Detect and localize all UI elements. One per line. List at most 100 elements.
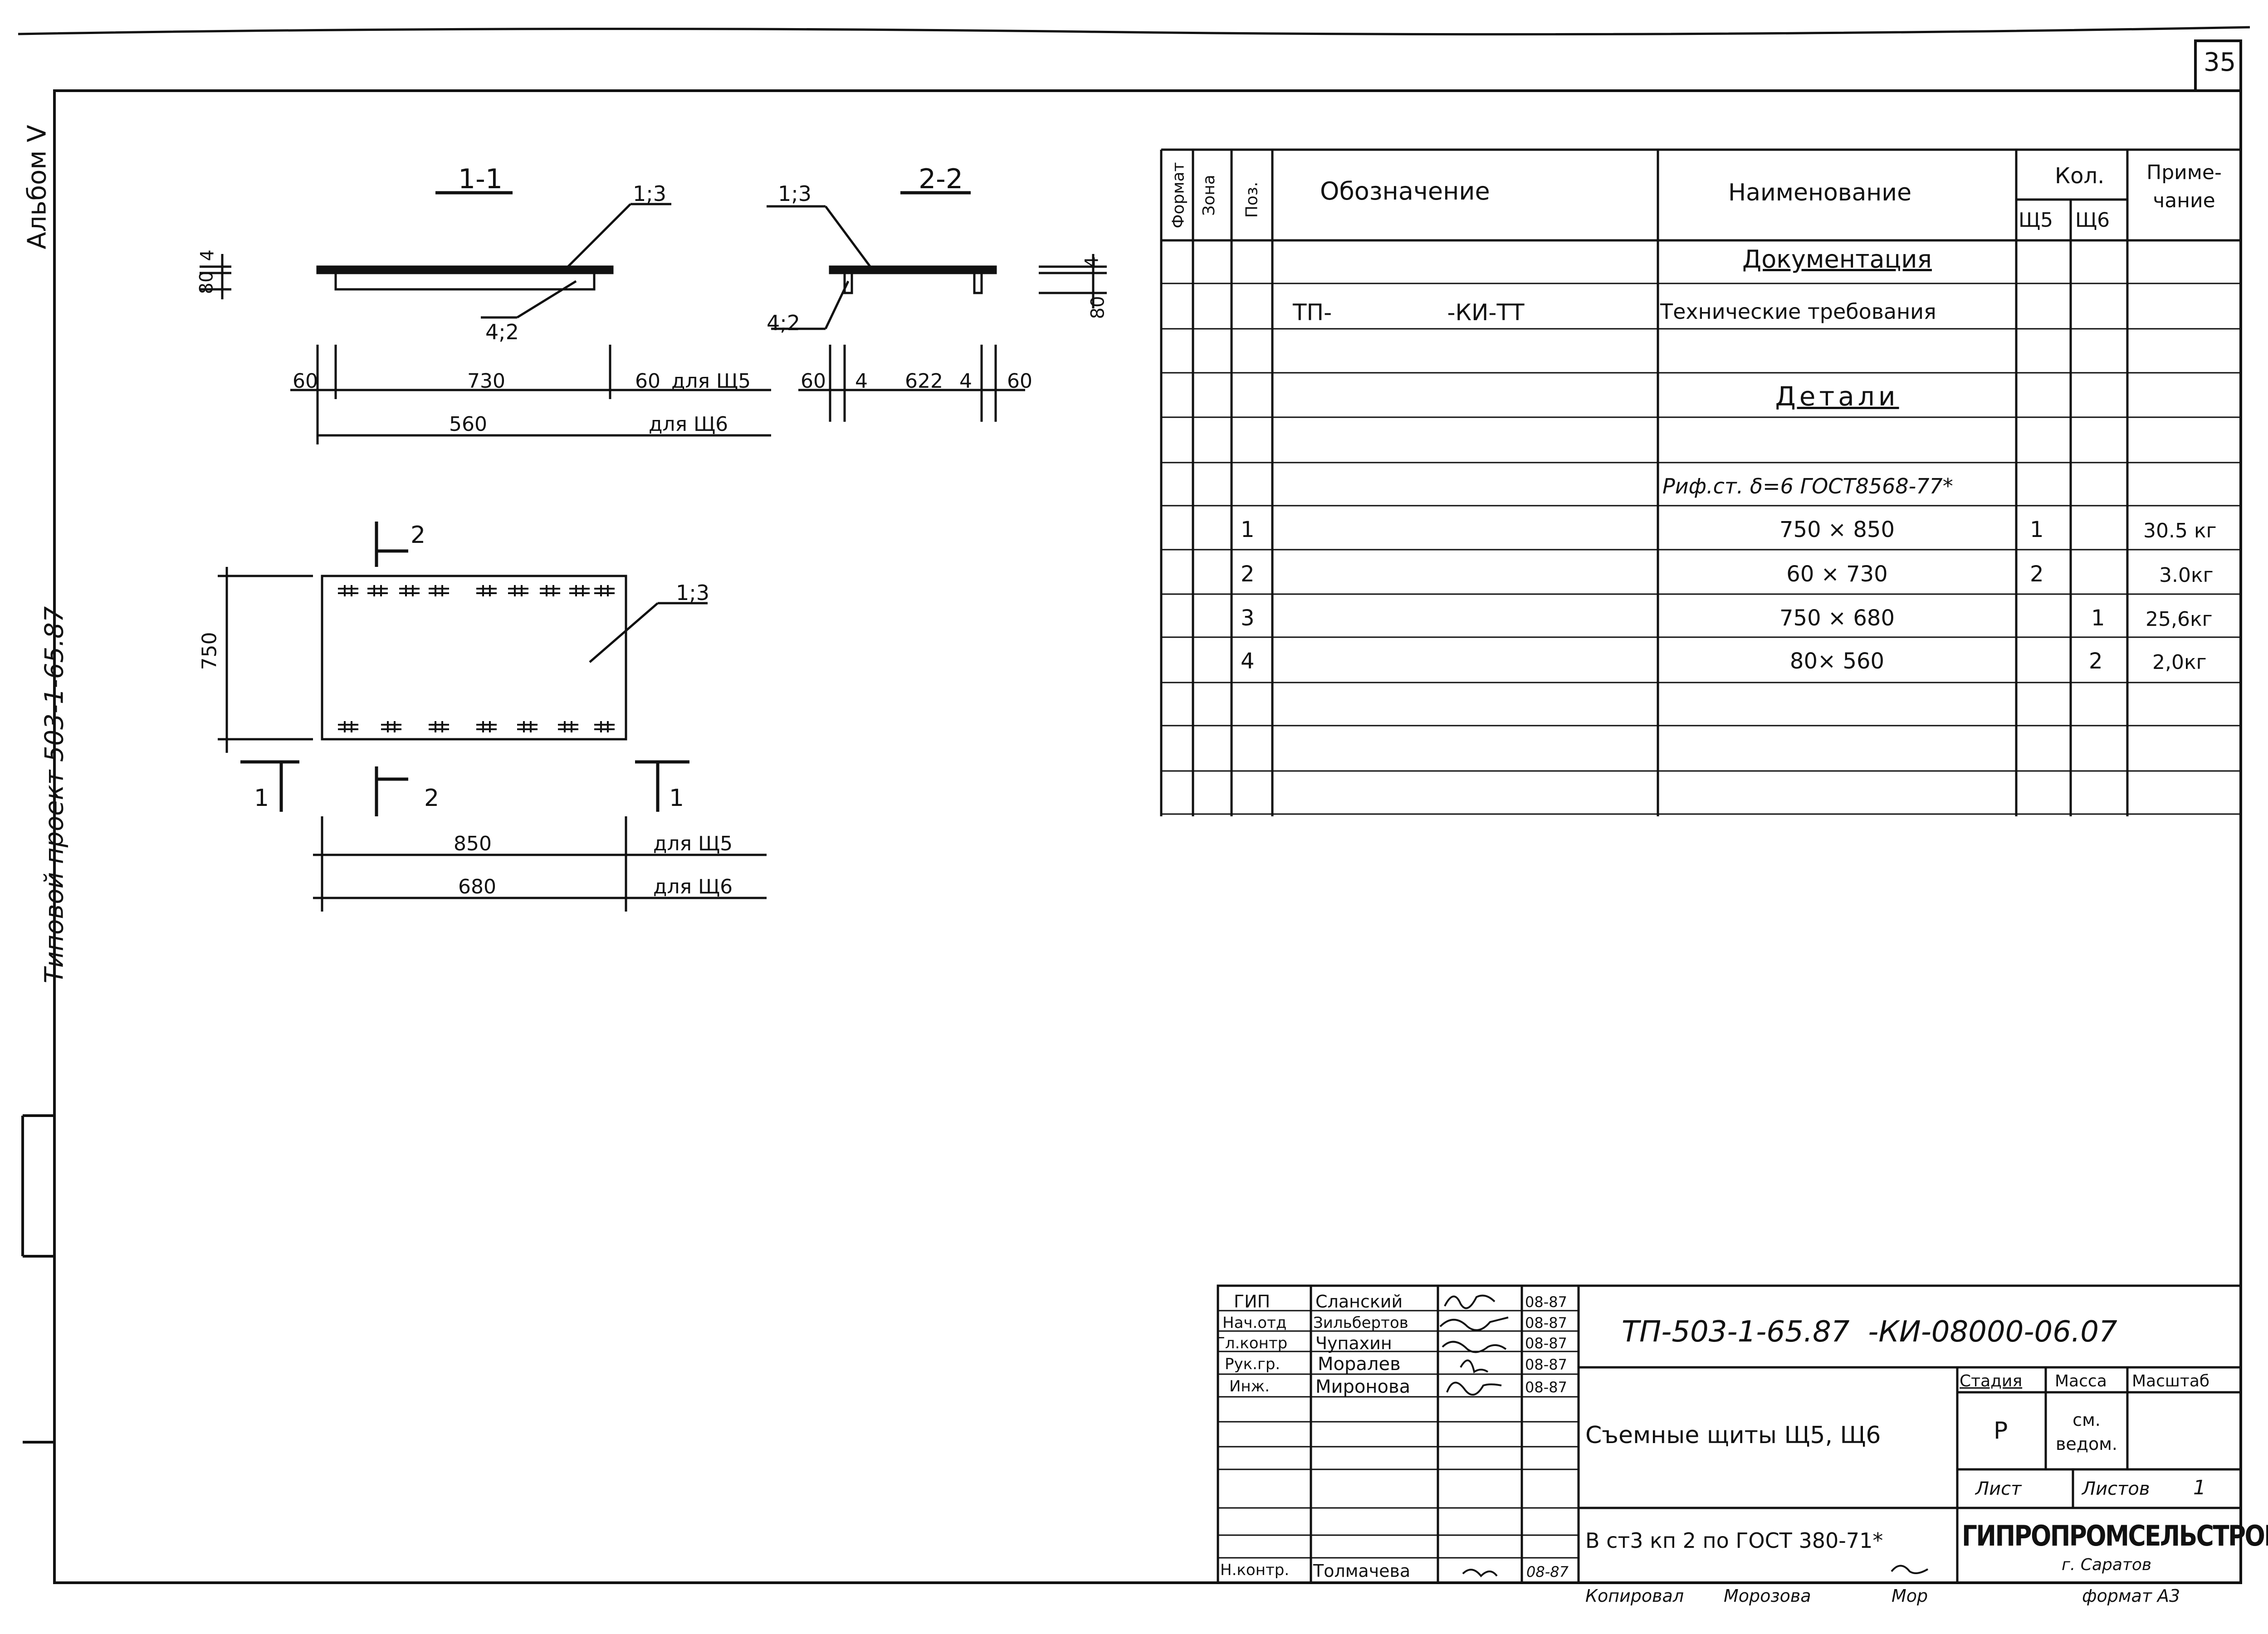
dim-label: 850	[454, 832, 492, 855]
row-name: 80× 560	[1789, 649, 1885, 674]
section-1-1	[200, 191, 771, 444]
stage-label: Стадия	[1960, 1372, 2023, 1390]
person-date: 08-87	[1525, 1356, 1567, 1373]
pos-label: 4;2	[485, 320, 519, 344]
pos-label: 1;3	[633, 181, 667, 206]
org-name: ГИПРОПРОМСЕЛЬСТРОЙ	[1962, 1519, 2268, 1552]
row-name: Детали	[1775, 381, 1899, 412]
header-sh6: Щ6	[2075, 209, 2110, 232]
person-name: Толмачева	[1313, 1561, 1411, 1581]
person-role: ГИП	[1234, 1292, 1271, 1312]
dim-label: 750	[198, 632, 221, 670]
person-role: Гл.контр	[1216, 1334, 1288, 1352]
person-name: Чупахин	[1315, 1333, 1392, 1353]
section-2-2	[767, 191, 1107, 422]
person-role: Нач.отд	[1222, 1314, 1287, 1332]
mass-label: Масса	[2055, 1372, 2107, 1390]
for-label: для Щ6	[653, 875, 733, 898]
trim-line	[18, 26, 2250, 36]
for-label: для Щ6	[649, 413, 728, 436]
side-project-label: Типовой проект 503-1-65.87	[39, 606, 69, 984]
header-pos: Поз.	[1242, 181, 1261, 218]
row-name: 750 × 680	[1779, 605, 1895, 631]
row-note: 3.0кг	[2159, 564, 2214, 587]
header-note: Приме-чание	[2146, 161, 2222, 212]
sheets-label: Листов	[2082, 1478, 2150, 1499]
person-role: Инж.	[1229, 1377, 1270, 1395]
dim-label: 60	[1007, 370, 1032, 393]
dim-label: 80	[1087, 296, 1109, 319]
row-pos: 2	[1241, 561, 1255, 587]
drawing-title: Съемные щиты Щ5, Щ6	[1585, 1422, 1881, 1449]
format-label: формат А3	[2082, 1586, 2180, 1606]
dim-label: 622	[905, 370, 943, 393]
org-city: г. Саратов	[2062, 1556, 2152, 1574]
row-pos: 1	[1241, 517, 1255, 542]
copied-label: Копировал	[1585, 1586, 1684, 1606]
row-name: 60 × 730	[1786, 561, 1888, 587]
person-date: 08-87	[1526, 1563, 1569, 1580]
signatures	[1439, 1294, 1929, 1577]
person-name: Сланский	[1315, 1292, 1403, 1312]
dim-label: 730	[467, 370, 505, 393]
stage-value: Р	[1994, 1417, 2008, 1444]
copied-by: Морозова	[1724, 1586, 1811, 1606]
dim-label: 80	[196, 271, 217, 294]
person-role: Рук.гр.	[1225, 1355, 1281, 1373]
pos-label: 1;3	[676, 580, 710, 605]
section-title: 1-1	[458, 163, 503, 195]
cut-label: 1	[669, 785, 684, 812]
row-name: Технические требования	[1660, 299, 1936, 324]
dim-label: 60	[801, 370, 826, 393]
row-qty-sh6: 2	[2089, 649, 2103, 674]
person-name: Зильбертов	[1313, 1314, 1408, 1332]
sheets-value: 1	[2193, 1476, 2206, 1499]
dim-label: 4	[959, 370, 972, 393]
header-designation: Обозначение	[1320, 177, 1490, 205]
spec-table-grid	[1160, 148, 2241, 816]
row-name: Риф.ст. δ=6 ГОСТ8568-77*	[1662, 474, 1953, 498]
row-qty-sh5: 1	[2030, 517, 2044, 542]
header-zone: Зона	[1199, 175, 1218, 216]
dim-label: 60	[293, 370, 318, 393]
pos-label: 4;2	[767, 311, 801, 335]
drawing-code: ТП-503-1-65.87 -КИ-08000-06.07	[1622, 1315, 2117, 1349]
dim-label: 560	[449, 413, 487, 436]
row-name: 750 × 850	[1779, 517, 1895, 542]
pos-label: 1;3	[778, 181, 812, 206]
material: В ст3 кп 2 по ГОСТ 380-71*	[1585, 1528, 1883, 1553]
row-pos: 4	[1241, 649, 1255, 674]
cut-label: 2	[411, 522, 426, 549]
header-qty: Кол.	[2055, 163, 2105, 189]
section-title: 2-2	[919, 163, 963, 195]
header-sh5: Щ5	[2019, 209, 2053, 232]
person-date: 08-87	[1525, 1314, 1567, 1332]
row-qty-sh6: 1	[2091, 605, 2105, 631]
scale-label: Масштаб	[2132, 1372, 2210, 1390]
mass-value: см. ведом.	[2055, 1410, 2118, 1454]
sheet-label: Лист	[1975, 1478, 2022, 1499]
person-name: Моралев	[1318, 1354, 1401, 1375]
dim-label: 4	[855, 370, 868, 393]
cut-label: 1	[254, 785, 269, 812]
title-block-grid	[1217, 1284, 2242, 1584]
copied-signature: Мор	[1892, 1586, 1928, 1606]
row-pos: 3	[1241, 605, 1255, 631]
plan-view	[218, 522, 767, 912]
for-label: для Щ5	[671, 370, 751, 393]
dim-label: 680	[458, 875, 496, 898]
for-label: для Щ5	[653, 832, 733, 855]
header-format: Формат	[1169, 162, 1188, 229]
dim-label: 4	[1081, 256, 1103, 268]
row-name: Документация	[1742, 245, 1932, 273]
row-qty-sh5: 2	[2030, 561, 2044, 587]
row-designation: ТП- -КИ-ТТ	[1293, 299, 1525, 326]
row-note: 25,6кг	[2146, 608, 2213, 631]
dim-label: 60	[635, 370, 660, 393]
person-date: 08-87	[1525, 1293, 1567, 1311]
row-note: 2,0кг	[2152, 651, 2207, 674]
page-number-box	[2194, 39, 2242, 92]
cut-label: 2	[424, 785, 440, 812]
person-date: 08-87	[1525, 1335, 1567, 1352]
